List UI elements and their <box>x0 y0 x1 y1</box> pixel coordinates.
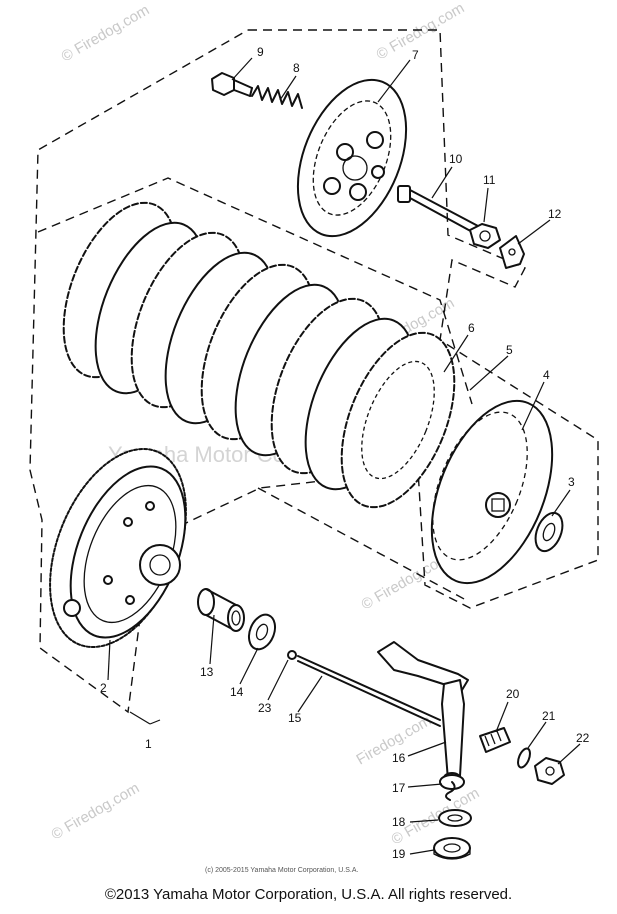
part-label-5: 5 <box>506 343 513 357</box>
leader-lines <box>107 57 581 855</box>
part-label-22: 22 <box>576 731 590 745</box>
part-labels: 9 8 7 10 11 12 6 5 4 3 2 13 14 23 15 1 1… <box>100 45 590 861</box>
thrust-washer-3 <box>534 511 564 553</box>
bushing-13 <box>197 588 245 632</box>
washer-14 <box>247 613 277 651</box>
spring-clip-17 <box>439 774 465 801</box>
part-label-16: 16 <box>392 751 406 765</box>
part-label-9: 9 <box>257 45 264 59</box>
ball-23 <box>287 650 297 660</box>
watermark: © Firedog.com <box>49 779 143 843</box>
watermark: © Firedog.com <box>374 0 468 63</box>
nut-11 <box>469 223 501 249</box>
group-outlines <box>29 29 599 714</box>
clutch-boss-4 <box>430 399 554 585</box>
part-label-13: 13 <box>200 665 214 679</box>
part-label-6: 6 <box>468 321 475 335</box>
part-label-2: 2 <box>100 681 107 695</box>
watermark: © Firedog.com <box>59 1 153 65</box>
part-label-18: 18 <box>392 815 406 829</box>
part-label-8: 8 <box>293 61 300 75</box>
clutch-plate-stack <box>62 201 456 509</box>
part-label-20: 20 <box>506 687 520 701</box>
part-label-23: 23 <box>258 701 272 715</box>
washer-18 <box>438 809 472 827</box>
part-label-17: 17 <box>392 781 406 795</box>
part-label-3: 3 <box>568 475 575 489</box>
oil-seal-19 <box>433 837 471 860</box>
bolt-9 <box>211 72 253 97</box>
part-label-10: 10 <box>449 152 463 166</box>
part-label-4: 4 <box>543 368 550 382</box>
spring-8 <box>251 85 303 109</box>
o-ring-21 <box>517 747 531 769</box>
part-label-21: 21 <box>542 709 556 723</box>
part-label-11: 11 <box>483 173 496 187</box>
part-label-1: 1 <box>145 737 152 751</box>
part-label-12: 12 <box>548 207 562 221</box>
clutch-housing-2 <box>49 447 187 649</box>
part-label-7: 7 <box>412 48 419 62</box>
part-label-14: 14 <box>230 685 244 699</box>
push-rod-10 <box>397 185 479 235</box>
nut-22 <box>534 757 565 785</box>
part-label-19: 19 <box>392 847 406 861</box>
small-copyright: (c) 2005-2015 Yamaha Motor Corporation, … <box>205 867 358 874</box>
part-label-15: 15 <box>288 711 302 725</box>
adjust-screw-20 <box>479 727 511 753</box>
push-rod-15 <box>297 655 441 727</box>
copyright-footer: ©2013 Yamaha Motor Corporation, U.S.A. A… <box>104 886 513 903</box>
pressure-plate-7 <box>296 78 408 238</box>
lock-washer-12 <box>499 235 525 269</box>
